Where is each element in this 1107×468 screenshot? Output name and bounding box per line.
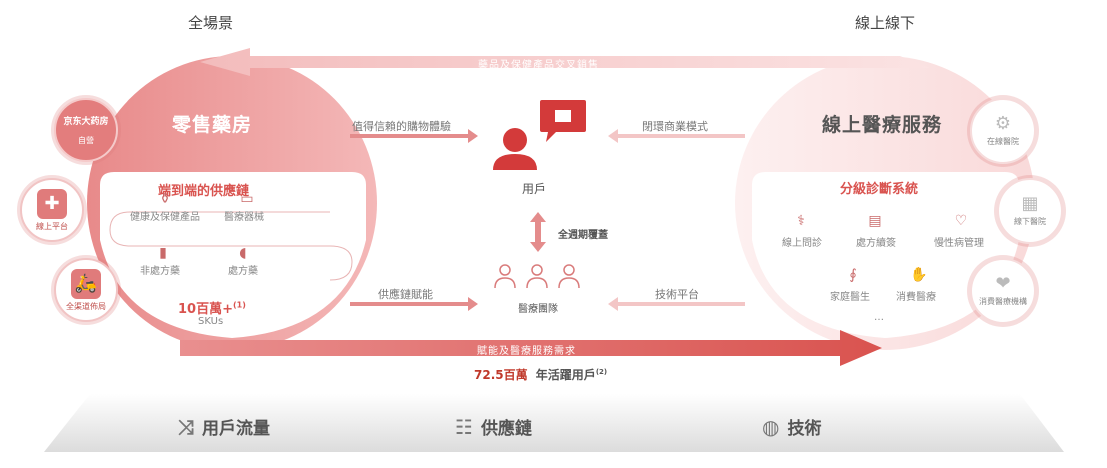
- supply-item-4: ◖ 處方藥: [228, 245, 258, 277]
- monitor-icon: ▭: [240, 191, 254, 207]
- team-label: 醫療團隊: [518, 304, 558, 315]
- checklist-icon: ☷: [455, 414, 473, 439]
- hospital-building-icon: ▦: [1021, 193, 1039, 214]
- arrow-label-supply-chain: 供應鏈賦能: [378, 288, 433, 301]
- coverage-label: 全週期覆蓋: [558, 230, 608, 241]
- capsule-icon: ◖: [239, 245, 247, 261]
- user-avatar-icon: [493, 100, 586, 170]
- bottom-banner-label: 賦能及醫療服務需求: [477, 346, 576, 357]
- user-label: 用戶: [522, 182, 547, 196]
- top-banner-arrow: [200, 48, 930, 76]
- supply-item-1: ⚱ 健康及保健產品: [130, 191, 200, 223]
- left-inner-panel: [100, 172, 366, 338]
- bottom-banner-arrow: [180, 330, 882, 366]
- circle-omnichannel: 🛵 全渠道佈局: [54, 258, 118, 322]
- circle-self-operated: 京东大药房 自營: [54, 98, 118, 162]
- shuffle-icon: ⤨: [178, 414, 194, 439]
- service-item-4: ∮ 家庭醫生: [830, 267, 870, 303]
- heart-hands-icon: ❤: [995, 273, 1011, 294]
- arrow-label-tech-platform: 技術平台: [655, 288, 699, 301]
- heartbeat-icon: ♡: [954, 213, 968, 229]
- circle-offline-hospital: ▦ 線下醫院: [997, 178, 1063, 244]
- header-left: 全場景: [188, 14, 234, 32]
- globe-icon: ◍: [762, 414, 780, 439]
- globe-gear-icon: ⚙: [994, 113, 1012, 134]
- arrow-label-trusted-shopping: 值得信賴的購物體驗: [352, 120, 451, 133]
- skus-label: SKUs: [198, 316, 224, 327]
- diagnosis-system-title: 分級診斷系統: [840, 182, 919, 197]
- pill-bottle-icon: ▮: [159, 245, 167, 261]
- first-aid-icon: ✚: [37, 188, 67, 219]
- skus-value: 10百萬+(1): [178, 300, 246, 317]
- bottom-item-supply-chain: ☷ 供應鏈: [455, 414, 532, 440]
- supply-chain-title: 端到端的供應鏈: [158, 184, 250, 199]
- doctor-icon: ⚕: [797, 213, 805, 229]
- circle-online-platform: ✚ 線上平台: [20, 178, 84, 242]
- service-item-1: ⚕ 線上問診: [782, 213, 822, 249]
- arrow-top-right: [608, 129, 745, 143]
- header-right: 線上線下: [855, 14, 916, 32]
- left-title: 零售藥房: [172, 114, 253, 136]
- medical-team-icons: [494, 264, 580, 289]
- right-inner-panel: [752, 172, 1019, 338]
- supply-item-3: ▮ 非處方藥: [140, 245, 180, 277]
- service-item-5: ✋ 消費醫療: [896, 267, 936, 303]
- delivery-scooter-icon: 🛵: [71, 268, 101, 299]
- bottle-icon: ⚱: [159, 191, 171, 207]
- service-item-3: ♡ 慢性病管理: [934, 213, 984, 249]
- prescription-icon: ▤: [868, 213, 882, 229]
- arrow-top-left: [350, 129, 478, 143]
- care-hand-icon: ✋: [910, 267, 928, 283]
- supply-chain-lines: [109, 211, 353, 281]
- top-banner-label: 藥品及保健產品交叉銷售: [478, 60, 599, 71]
- coverage-double-arrow: [530, 212, 546, 252]
- arrow-bottom-left: [350, 297, 478, 311]
- circle-consumer-medical: ❤ 消費醫療機構: [970, 258, 1036, 324]
- arrow-label-closed-loop: 閉環商業模式: [642, 120, 708, 133]
- arrow-bottom-right: [608, 297, 745, 311]
- jd-pharmacy-logo: 京东大药房: [63, 117, 109, 127]
- service-ellipsis: …: [874, 312, 884, 323]
- service-item-2: ▤ 處方續簽: [856, 213, 896, 249]
- circle-online-hospital: ⚙ 在線醫院: [970, 98, 1036, 164]
- bottom-item-technology: ◍ 技術: [762, 414, 822, 440]
- supply-item-2: ▭ 醫療器械: [224, 191, 264, 223]
- stethoscope-icon: ∮: [849, 267, 857, 283]
- right-title: 線上醫療服務: [822, 114, 943, 136]
- bottom-item-traffic: ⤨ 用戶流量: [178, 414, 270, 440]
- active-users-stat: 72.5百萬 年活躍用戶(2): [474, 368, 608, 382]
- floor-bar: [44, 394, 1064, 452]
